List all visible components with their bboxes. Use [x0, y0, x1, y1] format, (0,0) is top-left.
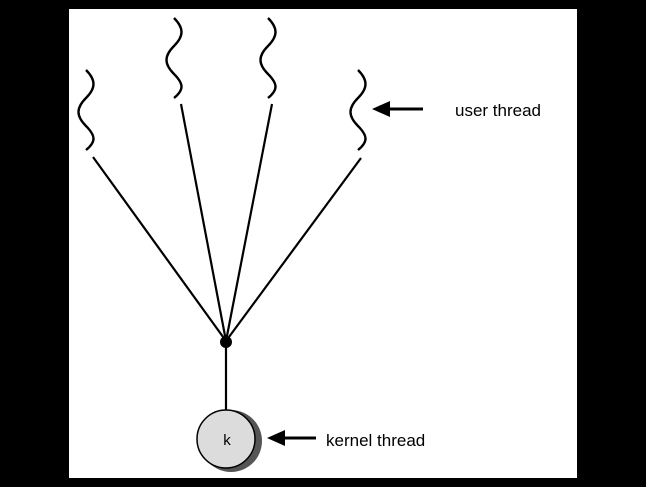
user-thread-3: [259, 17, 277, 99]
user-thread-arrow-head: [372, 101, 390, 117]
kernel-thread-disc: [196, 409, 256, 469]
kernel-thread-arrow-head: [267, 430, 285, 446]
user-thread-1: [77, 69, 95, 151]
thread-line-4: [225, 157, 362, 342]
user-thread-4: [349, 69, 367, 151]
thread-line-1: [92, 156, 227, 342]
thread-line-3: [224, 103, 274, 342]
diagram-panel: [69, 9, 577, 478]
user-thread-label: user thread: [455, 101, 541, 120]
kernel-thread-label: kernel thread: [326, 431, 425, 450]
kernel-thread-letter: k: [223, 432, 231, 449]
thread-line-2: [179, 103, 228, 342]
user-thread-2: [165, 17, 183, 99]
